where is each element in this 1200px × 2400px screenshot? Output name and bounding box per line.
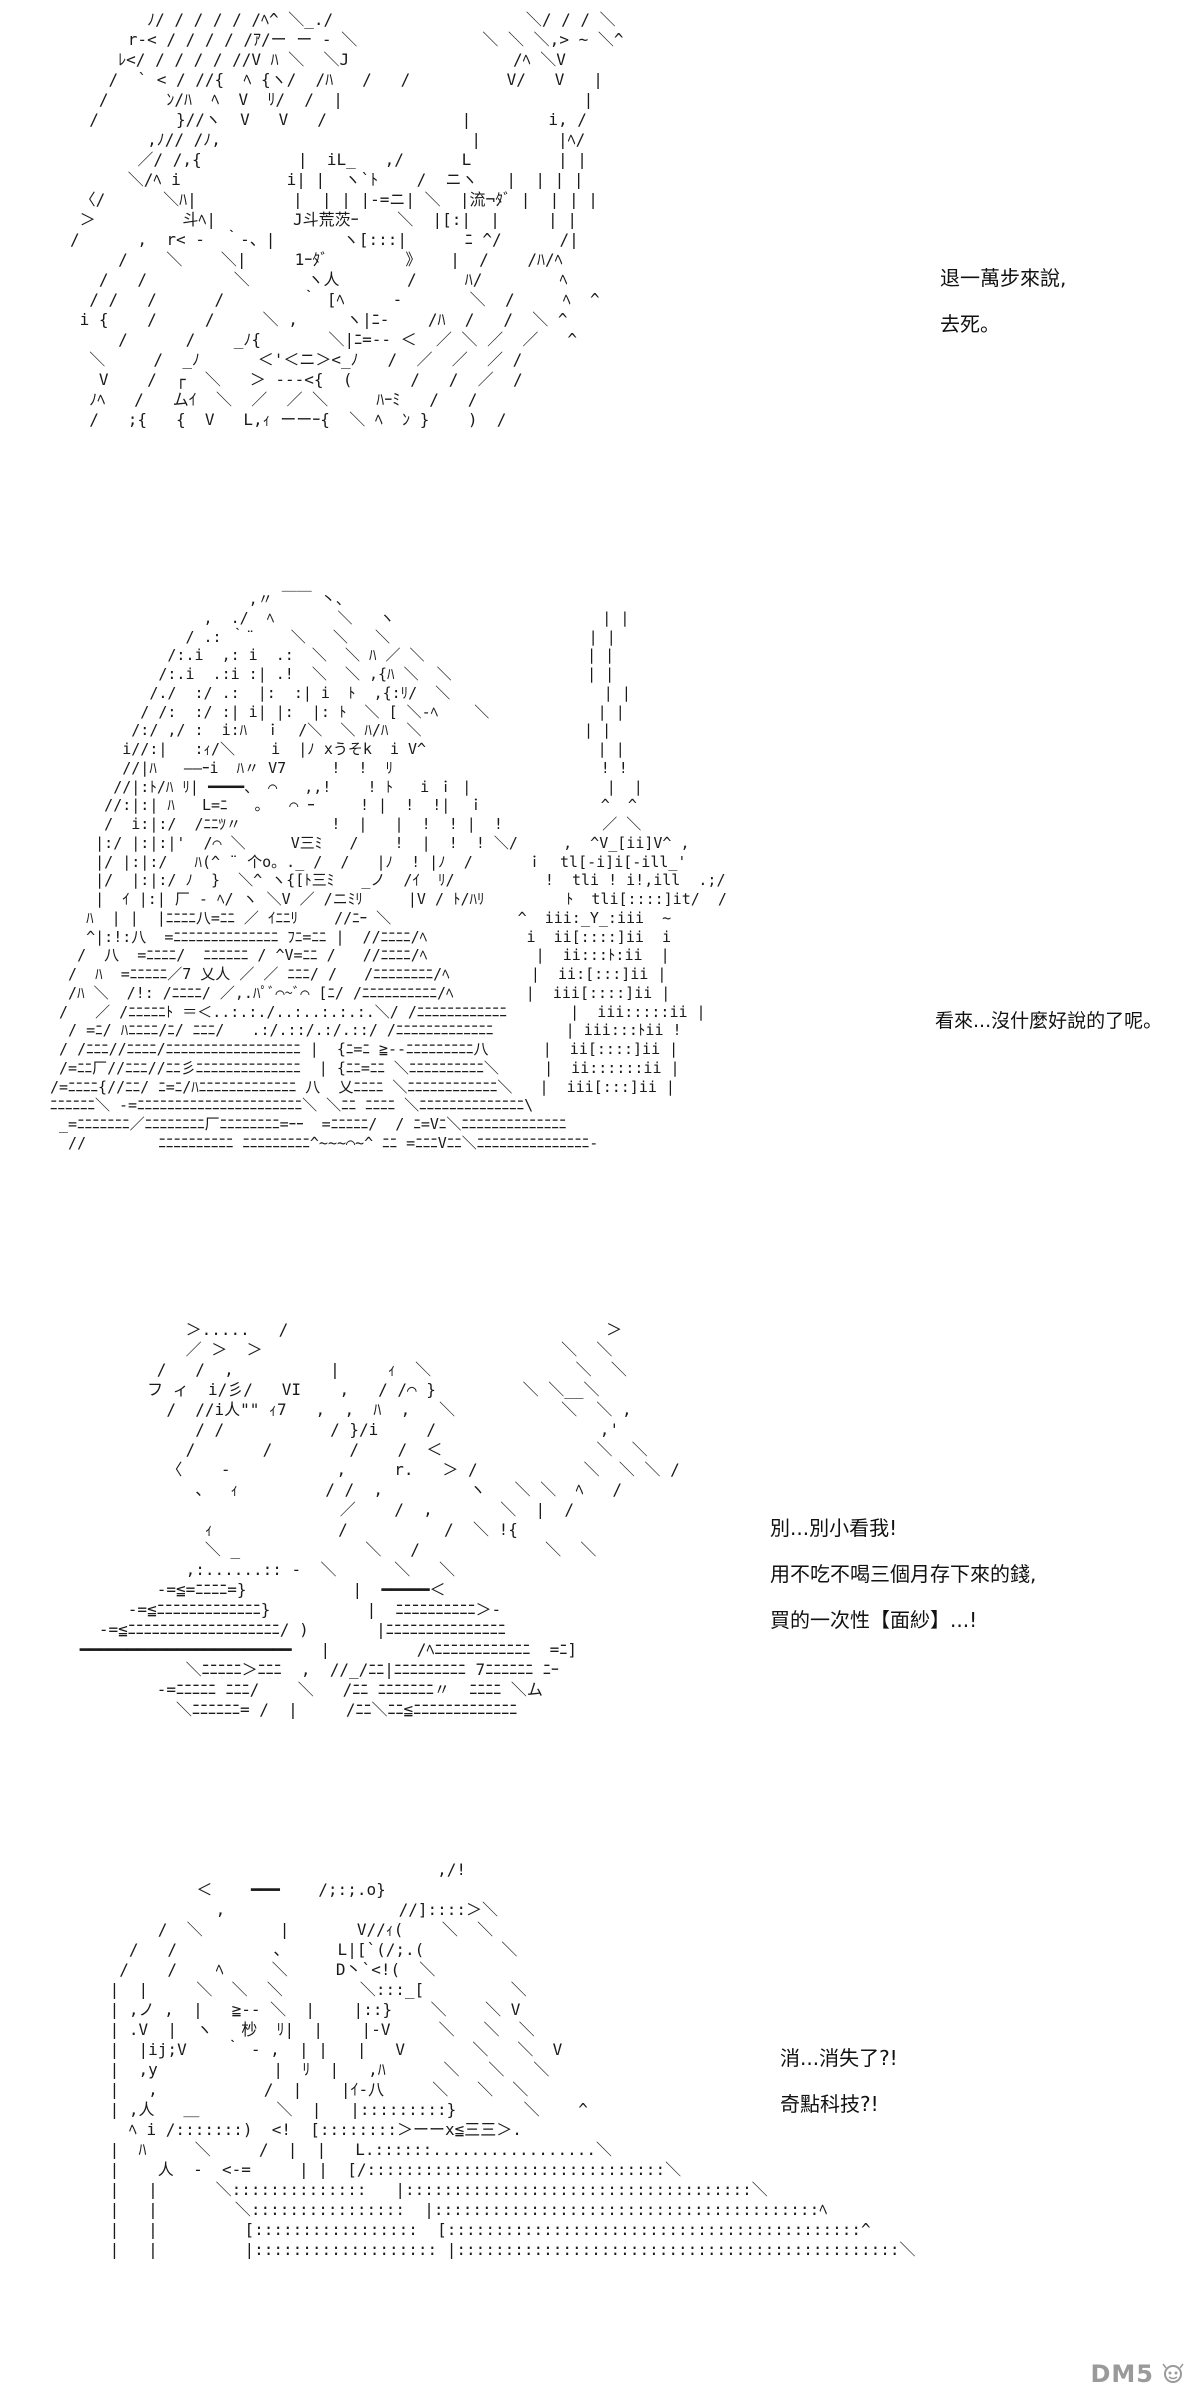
dialogue-line: 奇點科技?! [780,2092,879,2116]
dialogue-line: 用不吃不喝三個月存下來的錢, [770,1562,1037,1586]
panel-2: ,〃 ￣￣ 丶、 , ./ ﾍ ＼ ヽ | | / .: ｀¨ ＼ ＼ ＼ | … [0,580,1200,1280]
dialogue-line: 退一萬步來說, [940,266,1067,290]
panel-4: ,/! ＜ ━━━ /;:;.o} , //]::::＞＼ / ＼ | V//ｨ… [0,1840,1200,2400]
panel-3: ＞..... / ＞ ／ ＞ ＞ ＼ ＼ / / , | ｨ ＼ ＼ ＼ フ ィ… [0,1280,1200,1840]
dialogue-box: 退一萬步來說, 去死。 [940,255,1066,347]
cartoon-mascot-icon [1162,2363,1184,2383]
site-watermark: DM5 [1090,2360,1186,2388]
dialogue-line: 看來...沒什麼好說的了呢。 [935,1010,1163,1032]
ascii-art-figure-with-staff: ,〃 ￣￣ 丶、 , ./ ﾍ ＼ ヽ | | / .: ｀¨ ＼ ＼ ＼ | … [50,590,727,1152]
dialogue-line: 買的一次性【面紗】...! [770,1608,978,1632]
dialogue-line: 別...別小看我! [770,1516,898,1540]
ascii-art-figure-vanishing: ,/! ＜ ━━━ /;:;.o} , //]::::＞＼ / ＼ | V//ｨ… [109,1860,916,2259]
dialogue-box: 別...別小看我! 用不吃不喝三個月存下來的錢, 買的一次性【面紗】...! [770,1505,1036,1643]
dialogue-line: 去死。 [940,312,1000,336]
panel-1: ﾉ/ / / / / /ﾍ^ ＼_./ ＼/ / / ＼ r-< / / / /… [0,0,1200,580]
dialogue-line: 消...消失了?! [780,2046,898,2070]
watermark-logo-text: DM5 [1090,2360,1154,2388]
ascii-art-figure-glaring: ﾉ/ / / / / /ﾍ^ ＼_./ ＼/ / / ＼ r-< / / / /… [70,10,624,429]
dialogue-box: 看來...沒什麼好說的了呢。 [935,998,1162,1044]
dialogue-box: 消...消失了?! 奇點科技?! [780,2035,898,2127]
ascii-art-figure-pointing: ＞..... / ＞ ／ ＞ ＞ ＼ ＼ / / , | ｨ ＼ ＼ ＼ フ ィ… [79,1320,680,1719]
